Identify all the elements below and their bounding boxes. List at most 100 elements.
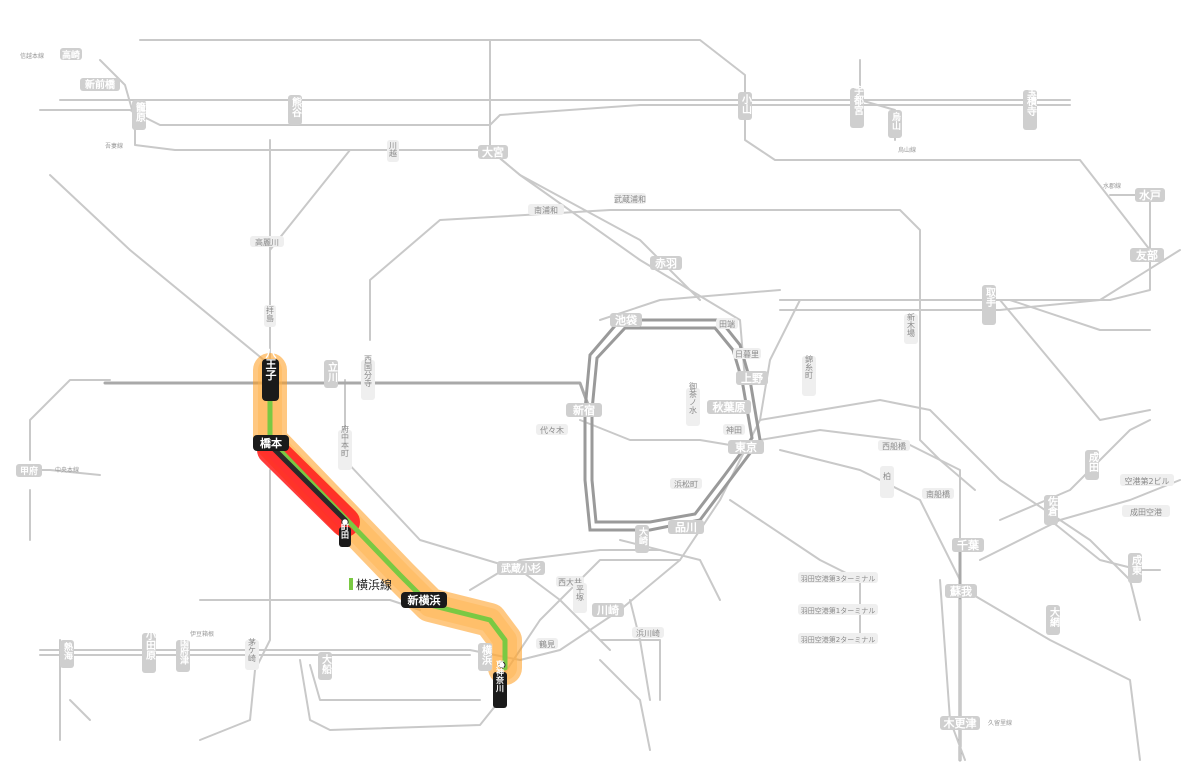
label-toride[interactable]: 取手: [982, 285, 996, 325]
svg-text:拝島: 拝島: [266, 305, 275, 323]
line-misc-2: [599, 659, 651, 751]
label-oyama[interactable]: 小山: [738, 92, 753, 120]
line-tsurumi-2: [629, 599, 651, 701]
label-tomobe[interactable]: 友部: [1130, 248, 1164, 262]
label-osaki[interactable]: 大崎: [635, 525, 649, 553]
label-omiya[interactable]: 大宮: [478, 145, 508, 159]
svg-text:中央本線: 中央本線: [55, 466, 79, 474]
label-kisarazu[interactable]: 木更津: [940, 716, 980, 730]
label-karasuyama[interactable]: 烏山: [888, 110, 902, 138]
label-tabata[interactable]: 田端: [716, 318, 738, 329]
label-shinmaebashi[interactable]: 新前橋: [80, 78, 120, 91]
label-haneda1[interactable]: 羽田空港第1ターミナル: [798, 604, 878, 615]
line-joshin: [39, 104, 1071, 126]
label-higashikanagawa[interactable]: 東神奈川: [493, 659, 507, 708]
label-kanda[interactable]: 神田: [723, 424, 745, 435]
label-nishifunabashi[interactable]: 西船橋: [878, 440, 910, 451]
label-nippori[interactable]: 日暮里: [733, 348, 761, 359]
line-tsurumi: [599, 639, 661, 701]
label-naruto[interactable]: 成東: [1128, 553, 1142, 583]
label-fuchuhonmachi[interactable]: 府中本町: [338, 424, 352, 470]
label-kagohara[interactable]: 籠原: [132, 100, 147, 130]
label-hiratsuka[interactable]: 平塚: [573, 583, 587, 613]
label-tachikawa[interactable]: 立川: [324, 360, 339, 388]
label-hamamatsucho[interactable]: 浜松町: [670, 478, 702, 489]
label-oami-2[interactable]: 大網: [1046, 605, 1060, 635]
line-chuo-west: [29, 379, 111, 461]
label-musashikosugi[interactable]: 武蔵小杉: [497, 561, 545, 575]
svg-text:武蔵小杉: 武蔵小杉: [501, 562, 541, 575]
svg-text:平塚: 平塚: [576, 585, 585, 602]
svg-text:西大井: 西大井: [558, 577, 582, 587]
label-akihabara[interactable]: 秋葉原: [707, 400, 751, 414]
label-oami[interactable]: 甲府: [16, 464, 42, 477]
label-minamiurawa[interactable]: 南浦和: [528, 204, 564, 215]
label-chiba[interactable]: 千葉: [952, 538, 984, 552]
svg-text:武蔵浦和: 武蔵浦和: [614, 194, 646, 204]
label-kokubunji[interactable]: 西国分寺: [361, 355, 375, 400]
svg-text:川崎: 川崎: [596, 603, 619, 617]
svg-text:甲府: 甲府: [20, 465, 38, 477]
svg-text:水戸: 水戸: [1139, 188, 1161, 202]
label-hashimoto[interactable]: 橋本: [253, 435, 289, 451]
sub-line-labels: 信越本線 吾妻線 烏山線 水郡線 中央本線 伊豆箱根 久留里線: [20, 52, 1121, 727]
machida-station-dot: [341, 518, 349, 526]
line-narita: [999, 419, 1151, 521]
label-shinagawa[interactable]: 品川: [668, 520, 704, 534]
label-tokyo[interactable]: 東京: [728, 440, 764, 454]
label-narita-airport[interactable]: 空港第2ビル: [1120, 474, 1174, 486]
svg-text:池袋: 池袋: [615, 313, 638, 327]
label-atami[interactable]: 熱海: [60, 640, 74, 668]
label-odawara[interactable]: 小田原: [142, 629, 157, 673]
label-narita-airport1[interactable]: 成田空港: [1122, 505, 1170, 517]
label-takasaki[interactable]: 高崎: [60, 48, 82, 61]
svg-text:神田: 神田: [726, 425, 742, 435]
heat-glow-orange-2: [258, 358, 517, 680]
label-hachioji[interactable]: 八王子: [262, 347, 279, 401]
label-shinjuku[interactable]: 新宿: [566, 403, 602, 417]
label-akabane[interactable]: 赤羽: [650, 256, 682, 270]
label-chigasaki[interactable]: 茅ケ崎: [245, 637, 259, 670]
label-tsurumi[interactable]: 鶴見: [536, 638, 558, 649]
label-kozu[interactable]: 国府津: [176, 637, 190, 672]
label-utsunomiya[interactable]: 宇都宮: [850, 84, 865, 128]
highlight-labels: 八王子 橋本 町田 新横浜 東神奈川: [253, 347, 507, 708]
label-machida[interactable]: 町田: [339, 523, 351, 547]
label-sakura[interactable]: 佐倉: [1044, 495, 1059, 525]
svg-text:烏山線: 烏山線: [898, 146, 916, 154]
label-narita[interactable]: 成田: [1085, 450, 1099, 480]
label-ofuna[interactable]: 大船: [318, 652, 332, 680]
svg-text:錦糸町: 錦糸町: [805, 354, 814, 379]
label-haijima[interactable]: 拝島: [264, 305, 276, 327]
label-mito[interactable]: 水戸: [1135, 188, 1165, 202]
label-soga[interactable]: 蘇我: [945, 584, 977, 598]
label-kinshicho[interactable]: 錦糸町: [802, 354, 816, 396]
svg-text:羽田空港第2ターミナル: 羽田空港第2ターミナル: [801, 635, 875, 644]
label-kawasaki[interactable]: 川崎: [592, 603, 624, 617]
label-kashiwa[interactable]: 柏: [880, 466, 894, 498]
label-ochanomizu[interactable]: 御茶ノ水: [686, 381, 700, 426]
label-haneda2[interactable]: 羽田空港第2ターミナル: [798, 633, 878, 644]
label-haneda3[interactable]: 羽田空港第3ターミナル: [798, 572, 878, 583]
svg-text:南船橋: 南船橋: [926, 489, 950, 499]
label-kawagoe[interactable]: 川越: [387, 140, 399, 162]
label-musashiurawa[interactable]: 武蔵浦和: [614, 193, 646, 204]
svg-text:浜松町: 浜松町: [674, 479, 698, 489]
label-ueno[interactable]: 上野: [736, 371, 768, 385]
label-kumagaya[interactable]: 熊谷: [288, 95, 302, 125]
label-hamakawasaki[interactable]: 浜川崎: [632, 627, 664, 638]
svg-text:西船橋: 西船橋: [882, 441, 906, 451]
label-yokohama[interactable]: 横浜: [478, 643, 492, 671]
svg-text:久留里線: 久留里線: [988, 719, 1012, 727]
label-yoyogi[interactable]: 代々木: [536, 424, 568, 435]
label-minamifunabashi[interactable]: 南船橋: [922, 488, 954, 499]
svg-text:大宮: 大宮: [482, 145, 504, 159]
svg-text:取手: 取手: [984, 287, 996, 308]
label-hoshakuji[interactable]: 宝積寺: [1023, 85, 1038, 130]
label-komagawa[interactable]: 高麗川: [250, 236, 284, 247]
svg-text:新宿: 新宿: [573, 403, 595, 417]
label-shinkiba[interactable]: 新木場: [904, 312, 918, 344]
label-ikebukuro[interactable]: 池袋: [610, 313, 642, 327]
svg-text:横浜: 横浜: [480, 644, 492, 666]
label-shinyokohama[interactable]: 新横浜: [401, 592, 447, 608]
